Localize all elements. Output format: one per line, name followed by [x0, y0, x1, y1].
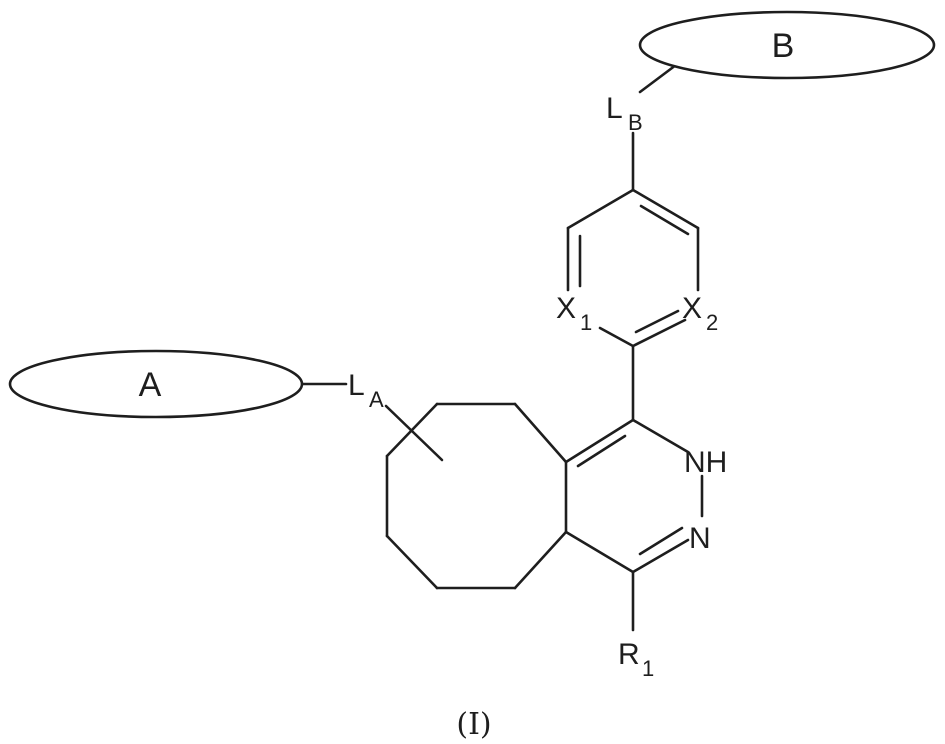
pyridazine-ring — [566, 420, 702, 572]
atom-n: N — [689, 522, 711, 555]
svg-text:R: R — [618, 638, 640, 671]
atom-x2: X 2 — [682, 292, 718, 335]
svg-text:X: X — [682, 292, 702, 325]
svg-text:L: L — [348, 369, 365, 402]
group-b-label: B — [772, 27, 795, 65]
svg-text:1: 1 — [580, 310, 592, 335]
group-a-label: A — [139, 366, 162, 404]
svg-text:X: X — [556, 292, 576, 325]
atom-nh: NH — [684, 446, 727, 479]
svg-text:L: L — [606, 92, 623, 125]
substituent-r1: R 1 — [618, 638, 654, 681]
linker-lb: L B — [606, 92, 643, 135]
svg-text:A: A — [369, 387, 384, 412]
linker-la: L A — [348, 369, 384, 412]
atom-x1: X 1 — [556, 292, 592, 335]
svg-text:2: 2 — [706, 310, 718, 335]
svg-text:1: 1 — [642, 656, 654, 681]
svg-text:B: B — [628, 110, 643, 135]
formula-caption: (I) — [456, 707, 491, 742]
bond-la-ring — [386, 406, 442, 460]
